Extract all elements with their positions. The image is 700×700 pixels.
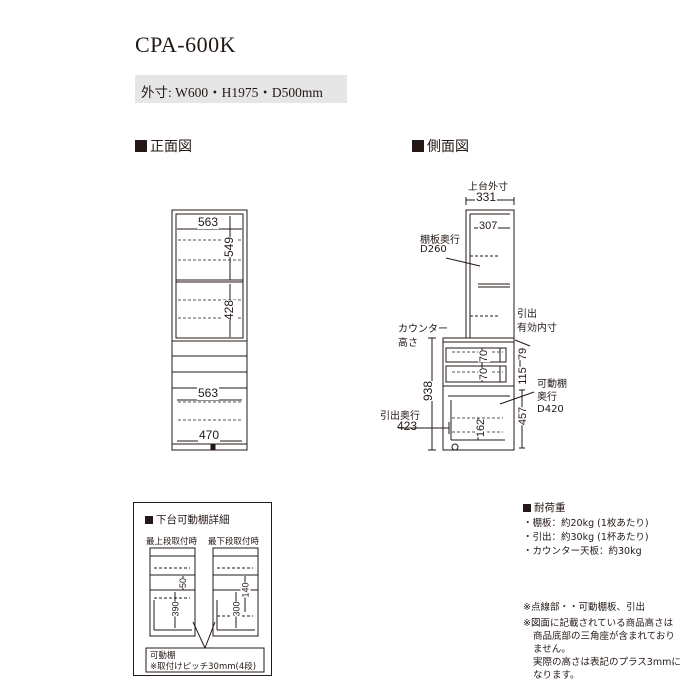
counter-height-label: カウンター 高さ xyxy=(398,324,448,349)
square-bullet-icon xyxy=(135,140,147,152)
load-item-3: ・カウンター天板：約30kg xyxy=(523,546,642,557)
spec-bar xyxy=(135,75,347,103)
movable-shelf-label: 可動棚 奥行 xyxy=(537,379,567,403)
dim-drawer-out: 423 xyxy=(397,419,418,433)
note-dotted: ※点線部・・可動棚板、引出 xyxy=(523,602,645,613)
dim-drawer-h2: 70 xyxy=(478,367,491,381)
side-view-title: 側面図 xyxy=(427,139,469,155)
detail-title: 下台可動棚詳細 xyxy=(156,514,230,526)
dim-front-lower-shelf: 428 xyxy=(222,299,237,321)
note-height-3: ません。 xyxy=(533,644,571,655)
square-bullet-icon xyxy=(145,516,153,524)
side-view-heading: 側面図 xyxy=(412,136,469,156)
dim-drawer-outer1: 79 xyxy=(517,347,530,361)
note-height-4: 実際の高さは表記のプラス3mmに xyxy=(533,657,681,668)
front-cabinet-outline xyxy=(171,209,248,451)
drawer-out-label: 引出奥行 xyxy=(380,411,420,422)
detail-right-dim1: 300 xyxy=(231,601,242,617)
square-bullet-icon xyxy=(412,140,424,152)
note-height-1: ※図面に記載されている商品高さは xyxy=(523,618,674,629)
front-view-title: 正面図 xyxy=(150,139,192,155)
side-lower-outline xyxy=(442,337,515,451)
note-height-5: なります。 xyxy=(533,670,580,681)
shelf-depth-label: 棚板奥行 xyxy=(420,235,460,246)
dim-drawer-h1: 70 xyxy=(478,349,491,363)
dim-inner-depth: 307 xyxy=(478,220,499,232)
load-item-2: ・引出：約30kg (1杯あたり) xyxy=(523,532,649,543)
model-name: CPA-600K xyxy=(135,32,236,57)
note-height-2: 商品底部の三角座が含まれており xyxy=(533,631,675,642)
detail-box xyxy=(133,502,272,676)
detail-bottom-label: 最下段取付時 xyxy=(208,537,260,547)
detail-top-label: 最上段取付時 xyxy=(146,537,198,547)
dim-front-upper-shelf: 549 xyxy=(222,236,237,258)
load-item-1: ・棚板：約20kg (1枚あたり) xyxy=(523,518,649,529)
dim-counter-height: 938 xyxy=(421,380,436,402)
shelf-depth-value: D260 xyxy=(420,244,447,255)
spec-text: 外寸: W600・H1975・D500mm xyxy=(141,85,323,100)
load-title: 耐荷重 xyxy=(534,502,566,514)
movable-shelf-depth: D420 xyxy=(537,404,564,415)
front-upper-inner xyxy=(175,213,244,339)
dim-lower-inner: 162 xyxy=(475,418,488,438)
dim-drawer-outer2: 115 xyxy=(516,367,529,385)
detail-left-dim2: 50 xyxy=(178,577,189,589)
load-heading: 耐荷重 xyxy=(523,500,566,515)
front-view-heading: 正面図 xyxy=(135,136,192,156)
detail-note-1: 可動棚 xyxy=(150,651,176,661)
dim-front-bottom-width: 470 xyxy=(198,428,221,442)
dim-front-top-width: 563 xyxy=(197,215,220,229)
dim-lower-height: 457 xyxy=(517,406,530,426)
square-bullet-icon xyxy=(523,504,531,512)
detail-left-dim1: 390 xyxy=(170,601,181,617)
detail-heading: 下台可動棚詳細 xyxy=(145,512,230,527)
detail-right-dim2: 140 xyxy=(240,582,251,598)
upper-outer-label: 上台外寸 xyxy=(468,182,508,193)
dim-front-lower-width: 563 xyxy=(197,386,220,400)
dim-upper-outer: 331 xyxy=(475,190,498,204)
detail-note-2: ※取付けピッチ30mm(4段) xyxy=(150,662,257,672)
drawer-inner-label: 引出 有効内寸 xyxy=(517,309,557,334)
